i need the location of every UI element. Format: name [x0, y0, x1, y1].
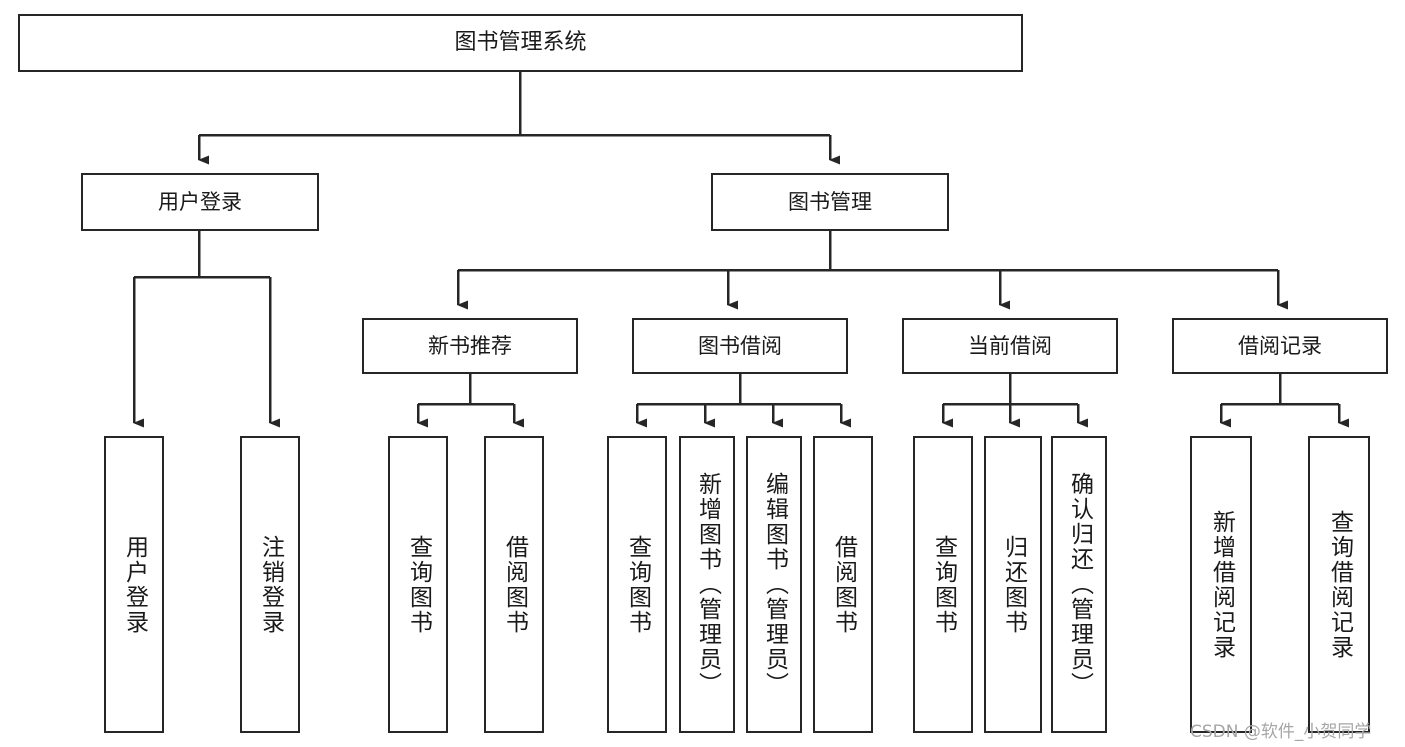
leaf-query-book-current-label: 查询图书 [930, 534, 957, 635]
node-user-login-label: 用户登录 [158, 189, 242, 214]
leaf-query-book-current[interactable]: 查询图书 [913, 436, 973, 733]
node-new-book-recommend[interactable]: 新书推荐 [362, 318, 578, 374]
leaf-borrow-book-recommend-label: 借阅图书 [501, 534, 528, 635]
node-current-borrow[interactable]: 当前借阅 [902, 318, 1118, 374]
leaf-confirm-return-admin-label: 确认归还（管理员） [1066, 472, 1093, 697]
node-root-label: 图书管理系统 [454, 30, 587, 56]
node-book-manage[interactable]: 图书管理 [711, 173, 949, 231]
leaf-borrow-book-recommend[interactable]: 借阅图书 [484, 436, 544, 733]
leaf-user-login-label: 用户登录 [121, 534, 148, 635]
leaf-query-book-recommend[interactable]: 查询图书 [388, 436, 448, 733]
leaf-add-book-admin[interactable]: 新增图书（管理员） [679, 436, 735, 733]
node-book-borrow[interactable]: 图书借阅 [632, 318, 848, 374]
leaf-logout-label: 注销登录 [257, 534, 284, 635]
leaf-query-borrow-record-label: 查询借阅记录 [1326, 509, 1353, 660]
leaf-add-borrow-record[interactable]: 新增借阅记录 [1190, 436, 1252, 733]
leaf-confirm-return-admin[interactable]: 确认归还（管理员） [1051, 436, 1107, 733]
node-borrow-record-label: 借阅记录 [1238, 333, 1322, 358]
node-borrow-record[interactable]: 借阅记录 [1172, 318, 1388, 374]
leaf-user-login[interactable]: 用户登录 [104, 436, 164, 733]
node-current-borrow-label: 当前借阅 [968, 333, 1052, 358]
leaf-edit-book-admin[interactable]: 编辑图书（管理员） [746, 436, 802, 733]
leaf-query-book-recommend-label: 查询图书 [405, 534, 432, 635]
node-user-login[interactable]: 用户登录 [81, 173, 319, 231]
leaf-return-book-label: 归还图书 [1000, 534, 1027, 635]
leaf-borrow-book[interactable]: 借阅图书 [813, 436, 873, 733]
node-book-manage-label: 图书管理 [788, 189, 872, 214]
leaf-query-book-borrow[interactable]: 查询图书 [607, 436, 667, 733]
leaf-edit-book-admin-label: 编辑图书（管理员） [761, 472, 788, 697]
leaf-query-book-borrow-label: 查询图书 [624, 534, 651, 635]
leaf-borrow-book-label: 借阅图书 [830, 534, 857, 635]
leaf-logout[interactable]: 注销登录 [240, 436, 300, 733]
csdn-watermark: CSDN @软件_小贺同学 [1190, 722, 1372, 742]
node-book-borrow-label: 图书借阅 [698, 333, 782, 358]
node-new-book-recommend-label: 新书推荐 [428, 333, 512, 358]
node-root[interactable]: 图书管理系统 [18, 14, 1023, 72]
leaf-add-book-admin-label: 新增图书（管理员） [694, 472, 721, 697]
leaf-query-borrow-record[interactable]: 查询借阅记录 [1308, 436, 1370, 733]
leaf-return-book[interactable]: 归还图书 [984, 436, 1042, 733]
leaf-add-borrow-record-label: 新增借阅记录 [1208, 509, 1235, 660]
